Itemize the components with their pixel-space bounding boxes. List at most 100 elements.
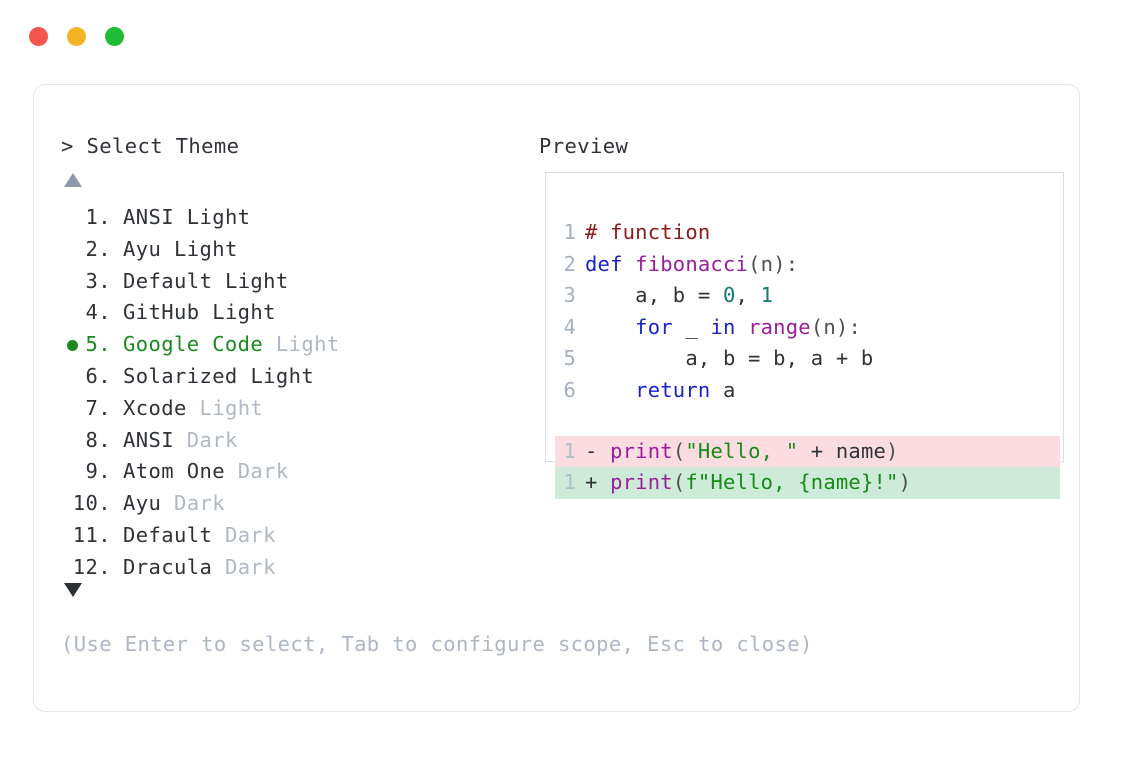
theme-list-item[interactable]: 3. Default Light [61,266,521,298]
code-token: f"Hello, {name}!" [685,470,899,495]
code-token: print [610,438,673,463]
code-token: range [748,314,811,339]
line-number: 3 [563,283,576,308]
code-token: for [635,314,673,339]
code-token: + [585,470,611,495]
code-token [736,315,749,339]
maximize-button[interactable] [105,26,124,46]
theme-item-variant: Light [224,268,289,293]
theme-item-index: 7. [85,395,111,420]
code-token: ( [672,470,686,495]
theme-item-variant: Light [275,332,340,357]
theme-item-index: 12. [72,554,111,579]
code-token: , [735,283,761,308]
theme-item-name: Ayu [123,236,162,261]
code-line: 3 a, b = 0, 1 [555,280,1060,312]
theme-item-variant: Light [250,363,315,388]
theme-item-name: Ayu [123,491,162,516]
theme-item-variant: Dark [237,459,289,484]
theme-item-name: GitHub [123,300,200,325]
code-line: 1 # function [555,217,1060,249]
theme-list-item[interactable]: 5.Google Code Light [61,329,521,361]
theme-list-item[interactable]: 11. Default Dark [61,520,521,552]
window-titlebar [0,0,1129,72]
theme-item-name: Xcode [123,395,187,420]
code-token: "Hello, " [685,438,799,463]
theme-item-index: 11. [72,522,111,547]
theme-item-name: Dracula [123,554,213,579]
theme-item-index: 9. [85,459,111,484]
theme-item-index: 2. [85,236,111,261]
code-token: (n): [748,251,799,276]
code-token: (n): [810,314,861,339]
theme-item-variant: Light [199,395,264,420]
code-token: a, b = b, a + b [585,346,874,371]
code-token: return [635,377,711,402]
code-spacer [555,407,1060,436]
code-token: 0 [722,283,736,308]
theme-list-item[interactable]: 4. GitHub Light [61,297,521,329]
theme-item-name: ANSI [123,427,174,452]
code-token [585,315,635,339]
theme-item-variant: Dark [224,522,276,547]
line-number: 1 [563,470,576,495]
code-token: _ [672,314,711,339]
code-token: # function [585,220,711,244]
theme-list-item[interactable]: 6.Solarized Light [61,361,521,393]
theme-list-item[interactable]: 12. Dracula Dark [61,552,521,584]
theme-list-item[interactable]: 8. ANSI Dark [61,425,521,457]
code-token: def [585,251,636,276]
diff-removed-line: 1- print("Hello, " + name) [555,435,1060,468]
code-line: 4 for _ in range(n): [555,312,1060,344]
theme-item-variant: Light [173,236,238,261]
code-token: in [710,314,736,339]
minimize-button[interactable] [67,26,86,46]
theme-item-index: 8. [85,427,111,452]
code-token: ) [898,470,912,495]
theme-list-item[interactable]: 9. Atom One Dark [61,456,521,488]
theme-item-index: 10. [72,491,111,516]
theme-item-variant: Dark [186,427,238,452]
theme-list-item[interactable]: 7. Xcode Light [61,393,521,425]
theme-item-variant: Dark [173,491,225,516]
line-number: 4 [563,314,576,339]
theme-item-name: Default [123,522,213,547]
code-token: print [610,470,673,495]
close-button[interactable] [29,26,48,46]
line-number: 5 [563,346,576,371]
triangle-up-icon[interactable] [64,173,82,187]
line-number: 1 [563,220,576,244]
theme-item-variant: Light [212,300,276,325]
code-line: 5 a, b = b, a + b [555,343,1060,375]
theme-item-index: 3. [85,268,111,293]
theme-item-variant: Light [186,205,251,229]
code-token: a [710,377,736,402]
theme-list-item[interactable]: 2. Ayu Light [61,234,521,266]
theme-item-variant: Dark [224,554,276,579]
code-token: - [585,438,611,463]
line-number: 1 [563,438,576,463]
triangle-down-icon[interactable] [64,583,82,597]
theme-item-name: Atom One [123,459,225,484]
code-token: ( [672,438,686,463]
theme-item-name: Solarized [123,363,238,388]
theme-item-index: 4. [85,300,111,325]
line-number: 2 [563,251,576,276]
code-token: fibonacci [635,251,749,276]
theme-item-index: 5. [85,332,111,357]
code-line: 2 def fibonacci(n): [555,249,1060,281]
code-token: ) [886,438,899,463]
theme-list-item[interactable]: 10. Ayu Dark [61,488,521,520]
theme-item-index: 1. [85,205,111,229]
preview-label: Preview [539,134,629,158]
theme-item-name: Default [123,268,213,293]
selected-indicator-icon [67,340,78,352]
theme-list-item[interactable]: 1.ANSI Light [61,202,521,234]
